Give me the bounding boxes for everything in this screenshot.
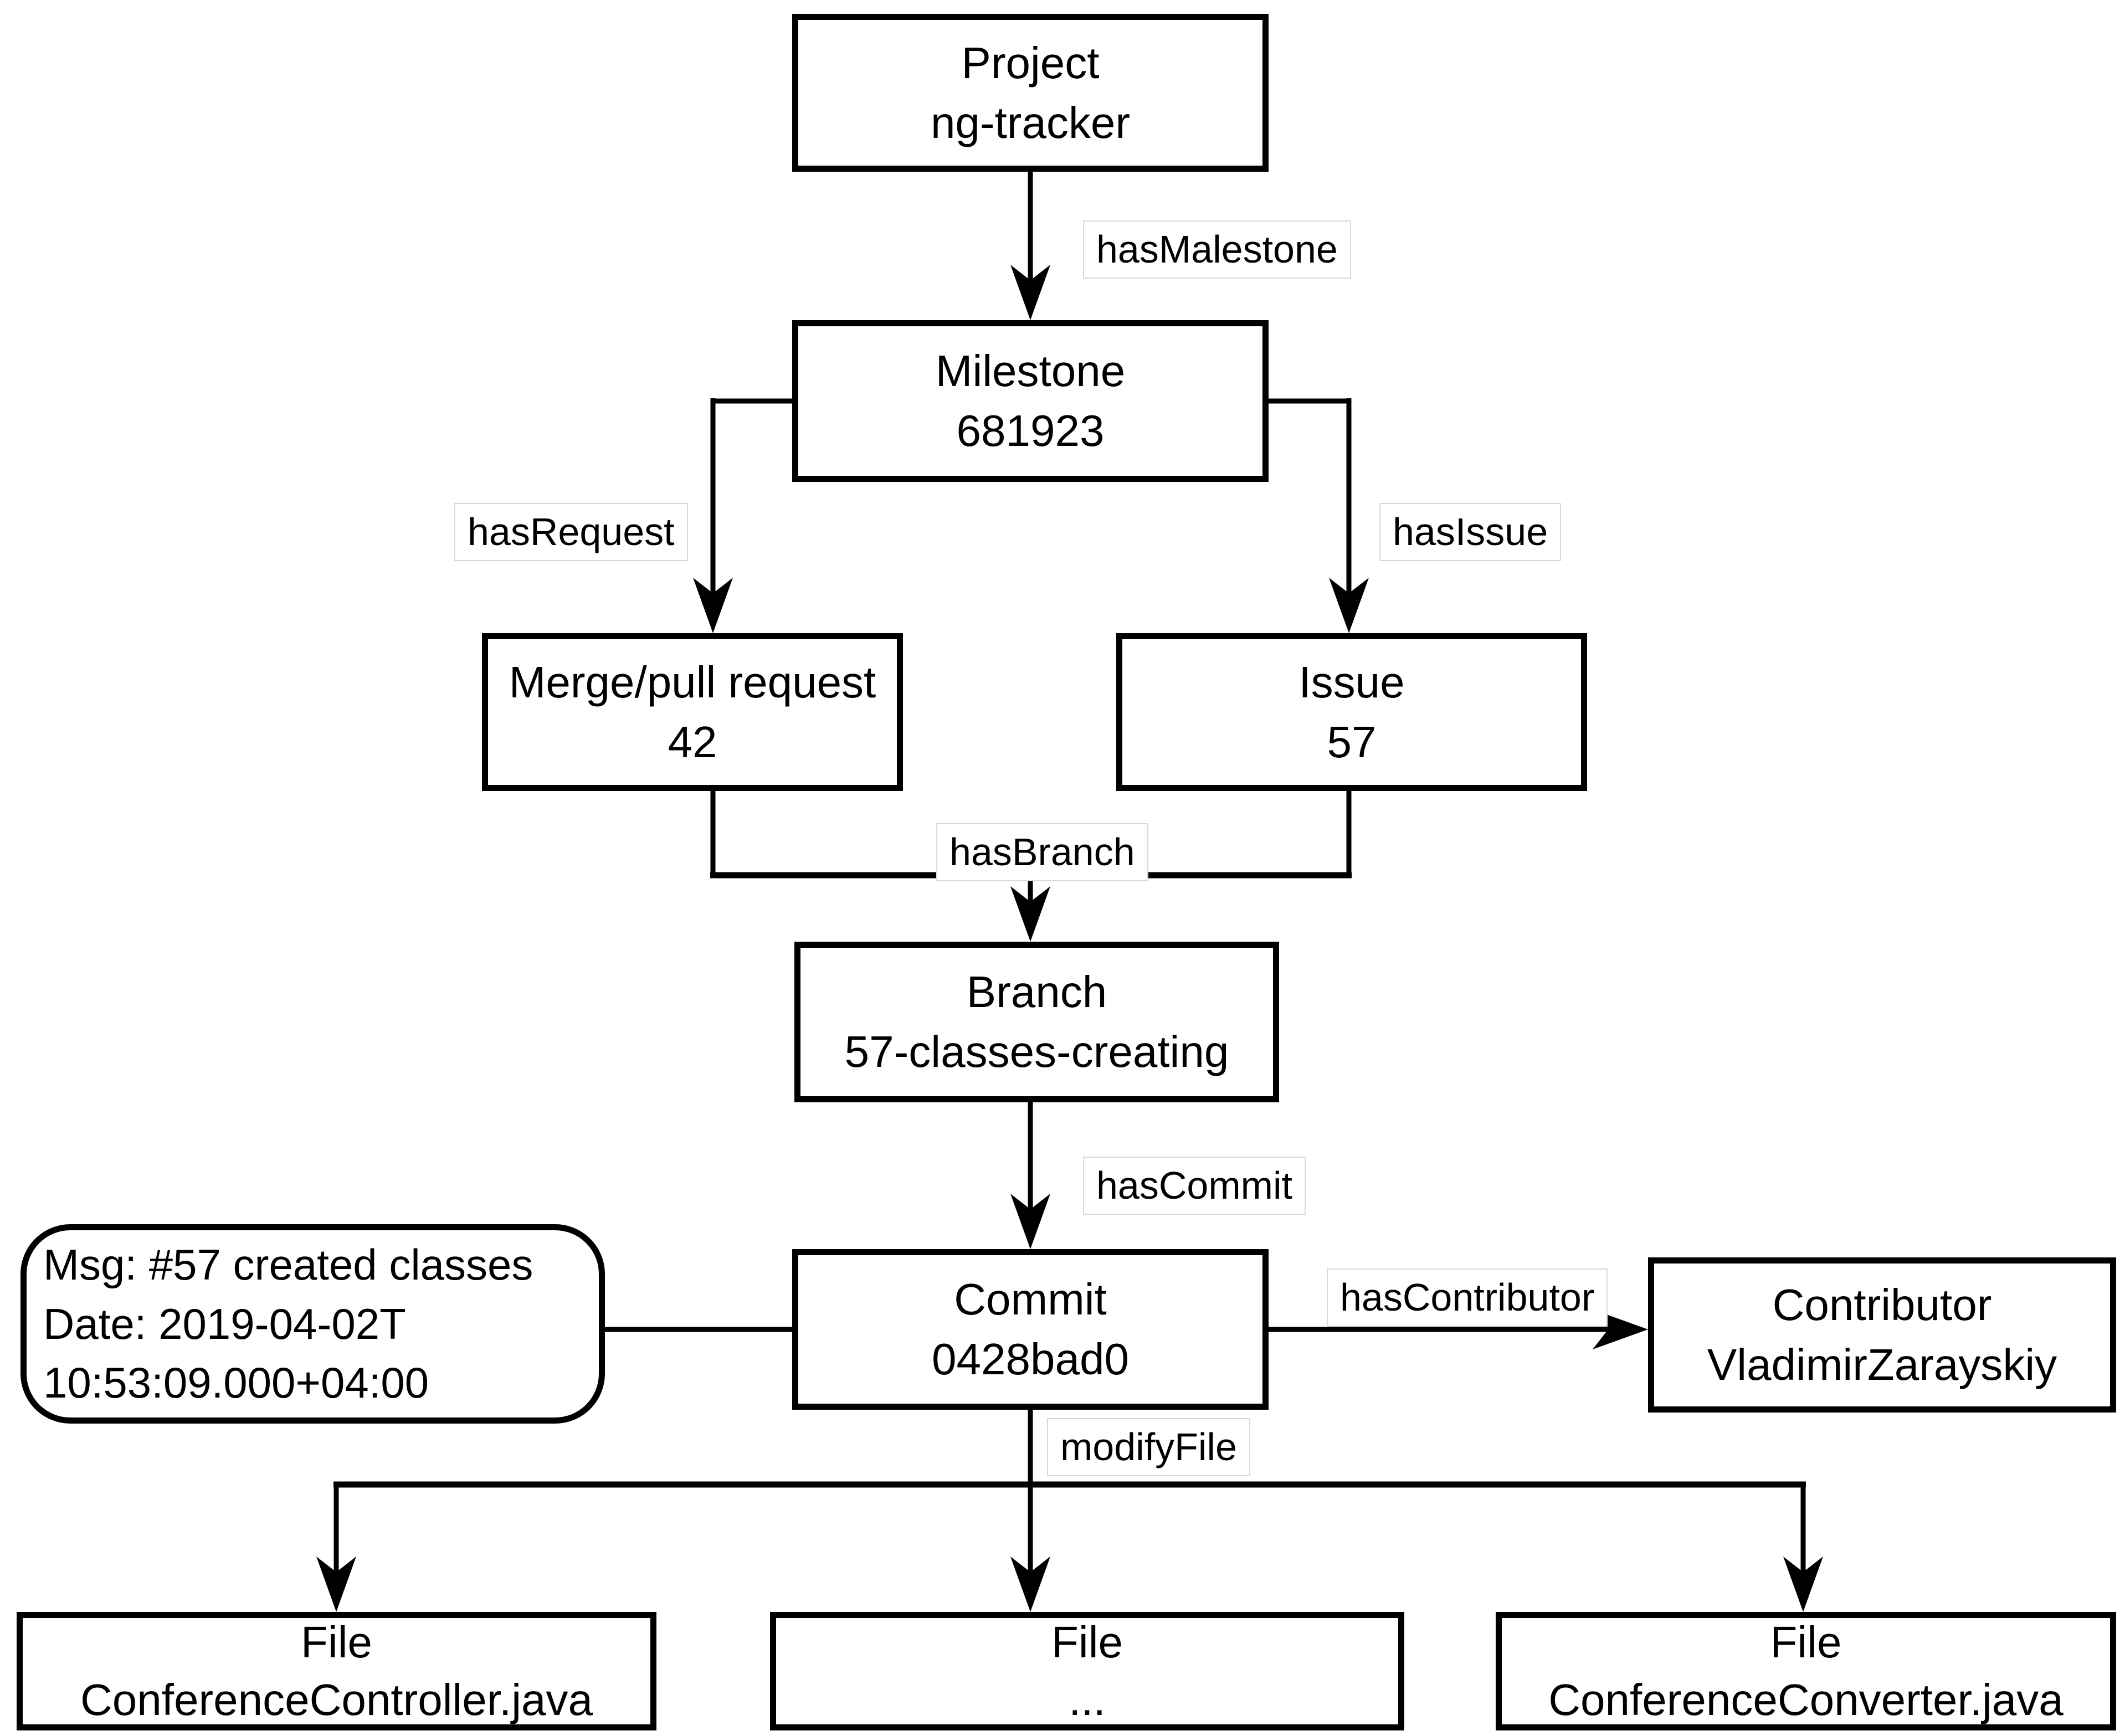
node-project: Project ng-tracker — [792, 14, 1269, 172]
node-commit: Commit 0428bad0 — [792, 1249, 1269, 1410]
edge-label-has-milestone: hasMalestone — [1083, 220, 1351, 279]
edge-label-has-branch: hasBranch — [936, 823, 1148, 881]
node-file-conference-converter: File ConferenceConverter.java — [1496, 1612, 2116, 1730]
node-commit-value: 0428bad0 — [932, 1334, 1129, 1384]
arrowhead-file3 — [1783, 1557, 1823, 1612]
node-file3-value: ConferenceConverter.java — [1548, 1675, 2064, 1724]
edge-label-has-issue: hasIssue — [1379, 503, 1562, 561]
node-issue: Issue 57 — [1116, 633, 1587, 791]
commit-message-date: Date: 2019-04-02T — [43, 1299, 406, 1348]
node-contributor: Contributor VladimirZarayskiy — [1648, 1257, 2116, 1413]
node-file-conference-controller: File ConferenceController.java — [17, 1612, 656, 1730]
edge-label-has-contributor: hasContributor — [1327, 1268, 1608, 1327]
commit-message-msg: Msg: #57 created classes — [43, 1240, 533, 1289]
arrowhead-branch — [1010, 886, 1050, 942]
node-contributor-type: Contributor — [1772, 1280, 1992, 1329]
node-milestone: Milestone 681923 — [792, 320, 1269, 482]
node-merge-request-type: Merge/pull request — [509, 657, 876, 707]
edge-label-has-commit: hasCommit — [1083, 1157, 1306, 1215]
edge-label-modify-file: modifyFile — [1047, 1418, 1250, 1476]
node-project-value: ng-tracker — [930, 97, 1131, 147]
node-commit-message: Msg: #57 created classes Date: 2019-04-0… — [20, 1224, 605, 1424]
node-file1-type: File — [301, 1617, 372, 1667]
arrowhead-file1 — [316, 1557, 356, 1612]
arrowhead-issue — [1329, 578, 1369, 633]
node-commit-type: Commit — [954, 1275, 1107, 1324]
node-merge-request: Merge/pull request 42 — [482, 633, 903, 791]
arrowhead-milestone — [1010, 265, 1050, 320]
node-branch-type: Branch — [966, 967, 1107, 1016]
arrowhead-merge-request — [693, 578, 733, 633]
node-file2-type: File — [1051, 1617, 1123, 1667]
node-merge-request-value: 42 — [668, 717, 717, 767]
node-file-ellipsis: File ... — [770, 1612, 1404, 1730]
node-issue-value: 57 — [1327, 717, 1377, 767]
node-issue-type: Issue — [1298, 657, 1405, 707]
arrowhead-file2 — [1010, 1557, 1050, 1612]
node-branch: Branch 57-classes-creating — [794, 942, 1279, 1102]
node-file2-value: ... — [1069, 1675, 1106, 1724]
node-file3-type: File — [1770, 1617, 1842, 1667]
edge-label-has-request: hasRequest — [454, 503, 688, 561]
node-milestone-type: Milestone — [935, 346, 1126, 396]
arrowhead-commit — [1010, 1194, 1050, 1249]
node-file1-value: ConferenceController.java — [80, 1675, 593, 1724]
commit-message-time: 10:53:09.000+04:00 — [43, 1358, 429, 1408]
node-project-type: Project — [961, 38, 1100, 88]
node-contributor-value: VladimirZarayskiy — [1707, 1340, 2057, 1389]
node-milestone-value: 681923 — [956, 406, 1105, 455]
node-branch-value: 57-classes-creating — [844, 1027, 1229, 1076]
